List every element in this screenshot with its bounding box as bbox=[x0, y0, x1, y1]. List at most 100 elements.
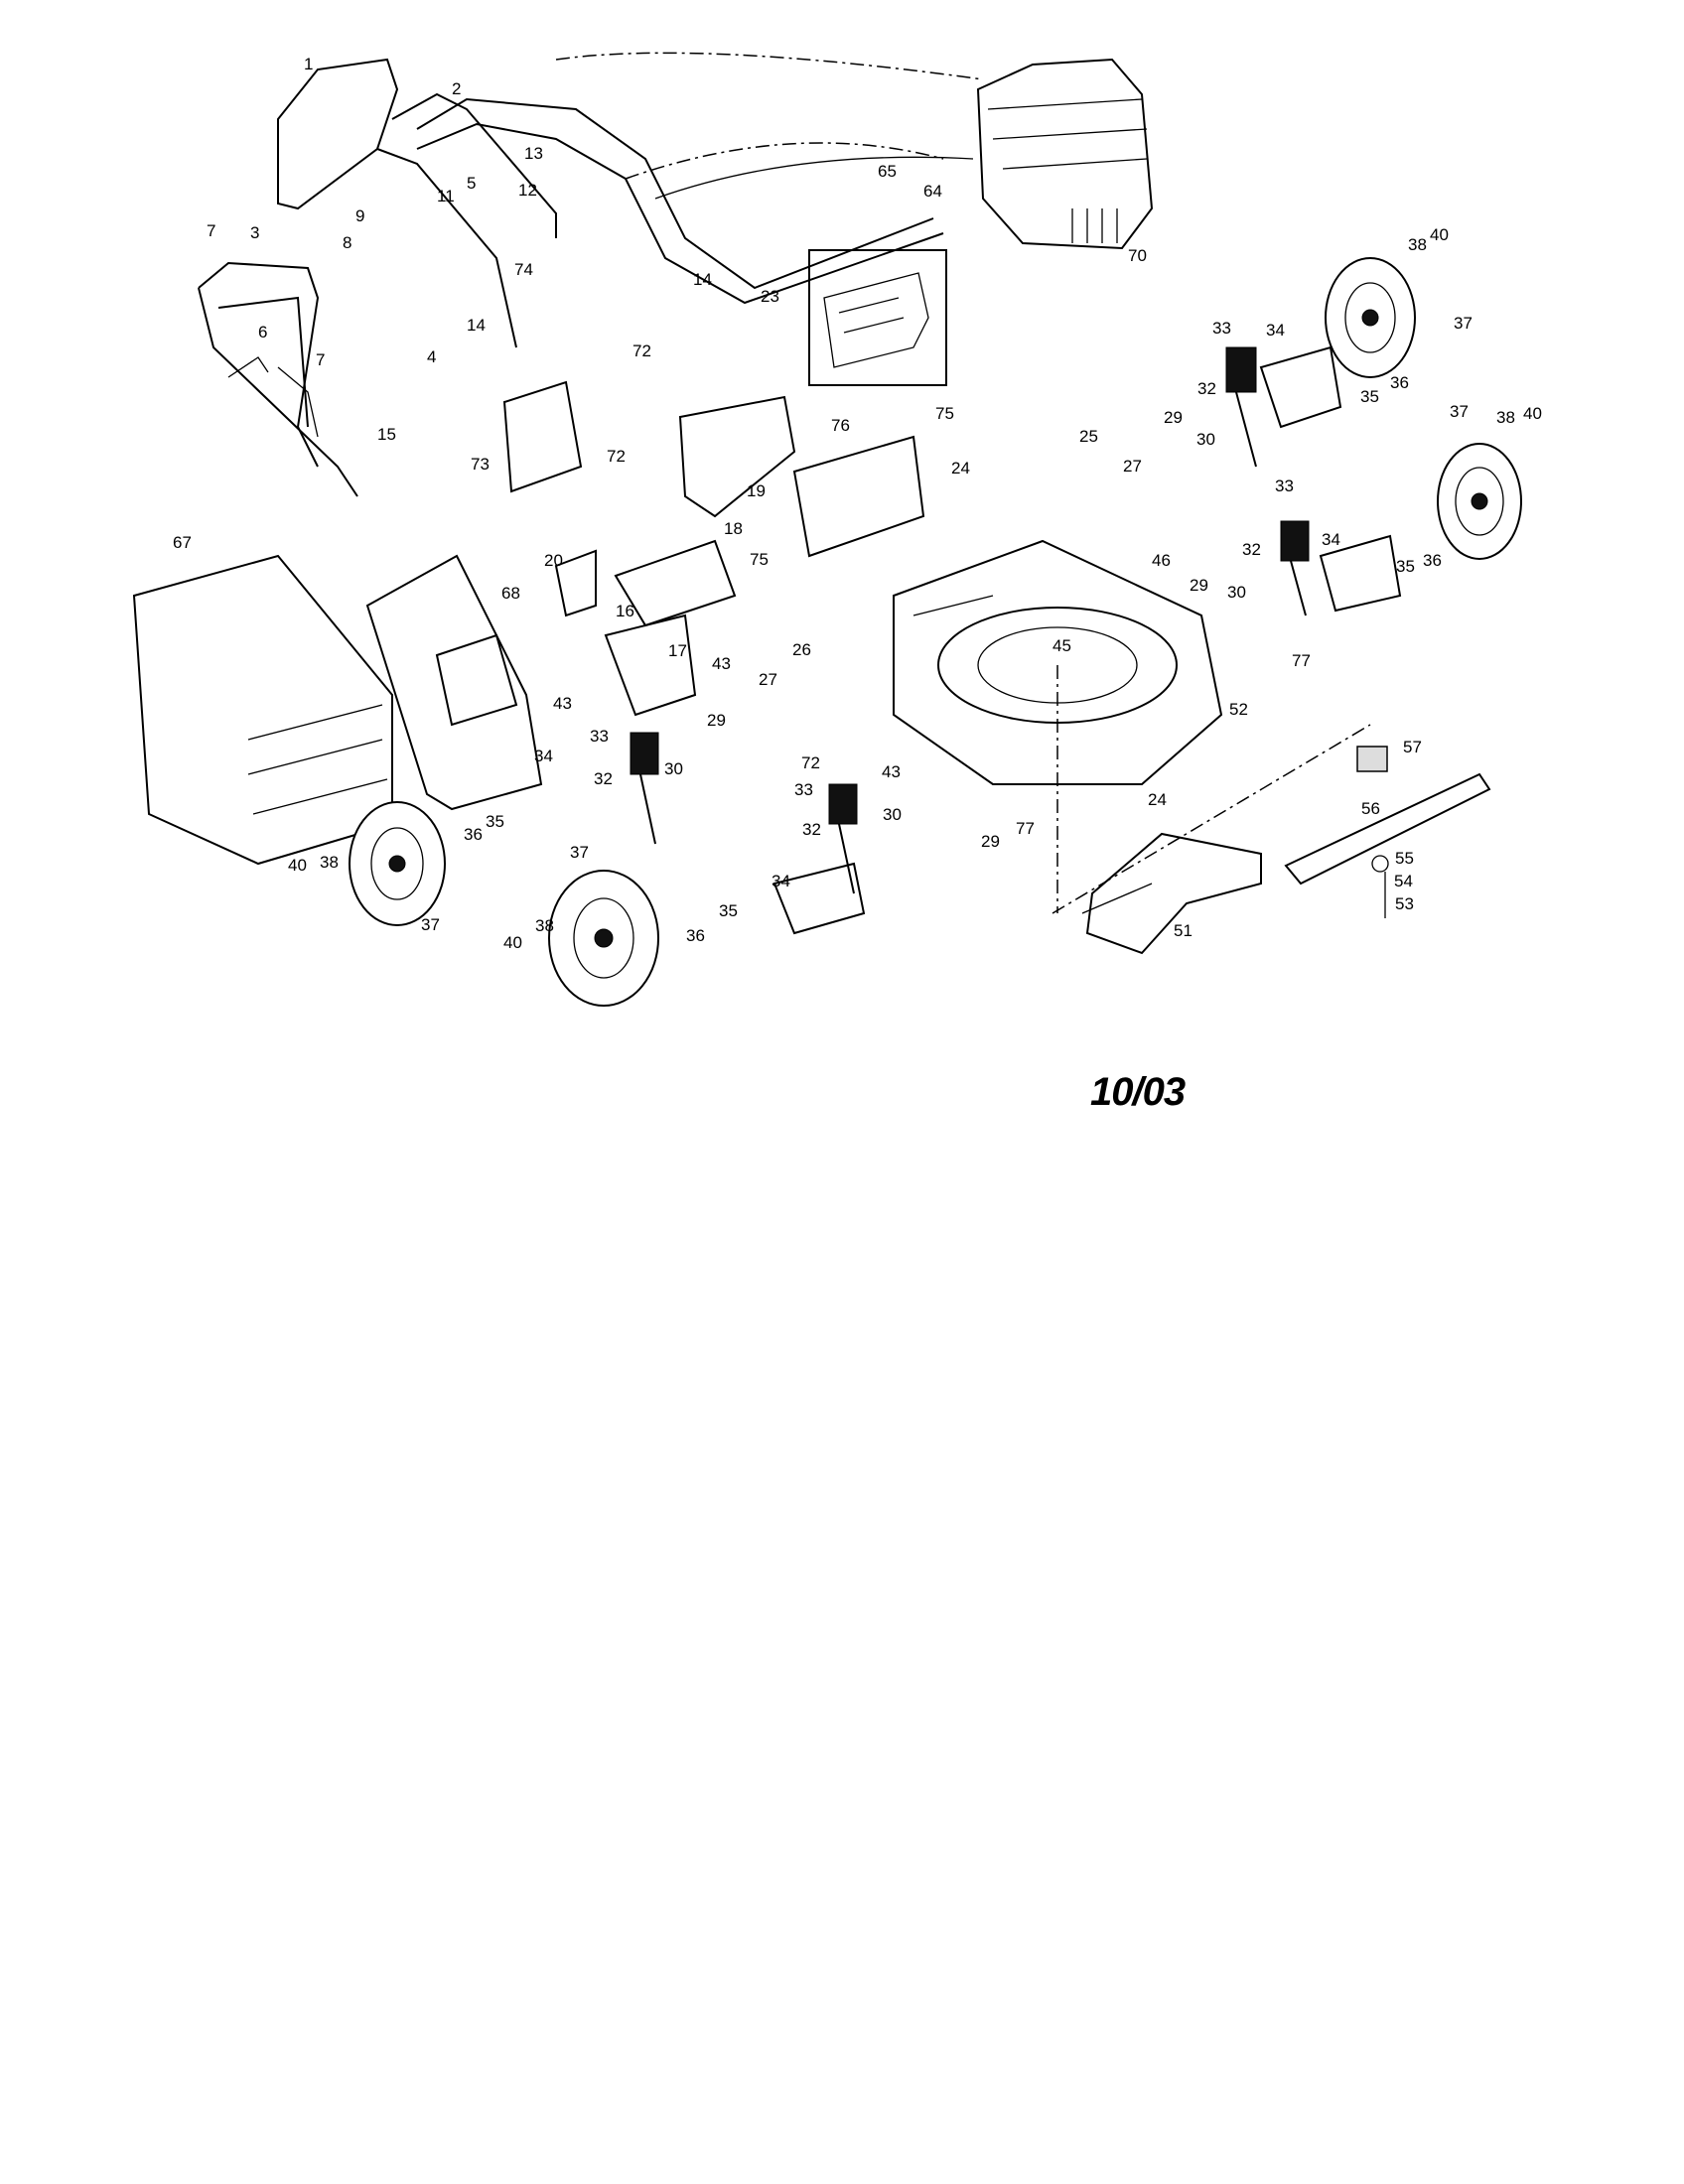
callout-40b: 40 bbox=[1523, 404, 1542, 423]
callout-14b: 14 bbox=[467, 316, 486, 335]
callout-32d: 32 bbox=[802, 820, 821, 839]
callout-73: 73 bbox=[471, 455, 490, 474]
callout-27b: 27 bbox=[759, 670, 777, 689]
callout-12: 12 bbox=[518, 181, 537, 200]
callout-43a: 43 bbox=[712, 654, 731, 673]
callout-35d: 35 bbox=[719, 901, 738, 920]
callout-72a: 72 bbox=[632, 341, 651, 360]
grass-bag-drawing bbox=[132, 554, 393, 866]
callout-29c: 29 bbox=[707, 711, 726, 730]
height-adjuster-left bbox=[630, 732, 659, 845]
callout-19: 19 bbox=[747, 481, 766, 500]
callout-53: 53 bbox=[1395, 894, 1414, 913]
callout-37d: 37 bbox=[570, 843, 589, 862]
callout-24b: 24 bbox=[1148, 790, 1167, 809]
callout-14a: 14 bbox=[693, 270, 712, 289]
callout-40a: 40 bbox=[1430, 225, 1449, 244]
callout-30d: 30 bbox=[883, 805, 902, 824]
decal-box bbox=[808, 249, 947, 386]
callout-75b: 75 bbox=[750, 550, 769, 569]
deck-drawing bbox=[893, 539, 1223, 913]
engine-drawing bbox=[976, 58, 1154, 250]
callout-64: 64 bbox=[923, 182, 942, 201]
callout-35b: 35 bbox=[1396, 557, 1415, 576]
wheel-right-top bbox=[1325, 257, 1416, 378]
control-cable-drawing bbox=[555, 52, 984, 200]
callout-70: 70 bbox=[1128, 246, 1147, 265]
callout-40c: 40 bbox=[288, 856, 307, 875]
height-adjuster-right-mid bbox=[1280, 520, 1402, 616]
callout-30c: 30 bbox=[664, 759, 683, 778]
height-adjuster-right-top bbox=[1225, 345, 1342, 468]
callout-26: 26 bbox=[792, 640, 811, 659]
callout-40d: 40 bbox=[503, 933, 522, 952]
callout-35c: 35 bbox=[486, 812, 504, 831]
callout-34d: 34 bbox=[772, 872, 790, 890]
callout-36a: 36 bbox=[1390, 373, 1409, 392]
callout-34c: 34 bbox=[534, 747, 553, 765]
callout-52: 52 bbox=[1229, 700, 1248, 719]
callout-25: 25 bbox=[1079, 427, 1098, 446]
wheel-right-bottom bbox=[1437, 443, 1522, 560]
rear-door-drawing bbox=[502, 380, 925, 717]
callout-43c: 43 bbox=[882, 762, 901, 781]
callout-51: 51 bbox=[1174, 921, 1193, 940]
callout-29a: 29 bbox=[1164, 408, 1183, 427]
callout-34b: 34 bbox=[1322, 530, 1340, 549]
upper-handle-drawing bbox=[277, 58, 944, 348]
callout-27a: 27 bbox=[1123, 457, 1142, 476]
callout-13: 13 bbox=[524, 144, 543, 163]
callout-29d: 29 bbox=[981, 832, 1000, 851]
callout-68: 68 bbox=[501, 584, 520, 603]
revision-date: 10/03 bbox=[1090, 1070, 1186, 1114]
wheel-left-bottom bbox=[548, 870, 659, 1007]
baffle-drawing bbox=[1081, 832, 1262, 955]
callout-46: 46 bbox=[1152, 551, 1171, 570]
callout-33a: 33 bbox=[1212, 319, 1231, 338]
callout-2: 2 bbox=[452, 79, 461, 98]
callout-77b: 77 bbox=[1016, 819, 1035, 838]
bag-frame-drawing bbox=[365, 554, 543, 811]
callout-30a: 30 bbox=[1196, 430, 1215, 449]
callout-45: 45 bbox=[1052, 636, 1071, 655]
callout-11: 11 bbox=[437, 187, 455, 205]
callout-30b: 30 bbox=[1227, 583, 1246, 602]
callout-7b: 7 bbox=[316, 350, 325, 369]
callout-33d: 33 bbox=[794, 780, 813, 799]
callout-20: 20 bbox=[544, 551, 563, 570]
callout-5: 5 bbox=[467, 174, 476, 193]
callout-16: 16 bbox=[616, 602, 634, 620]
callout-18: 18 bbox=[724, 519, 743, 538]
callout-55: 55 bbox=[1395, 849, 1414, 868]
callout-54: 54 bbox=[1394, 872, 1413, 890]
callout-76: 76 bbox=[831, 416, 850, 435]
callout-57: 57 bbox=[1403, 738, 1422, 756]
lower-handle-drawing bbox=[198, 261, 358, 497]
callout-36d: 36 bbox=[686, 926, 705, 945]
callout-6: 6 bbox=[258, 323, 267, 341]
callout-labels: 1 2 3 4 5 6 7 7 8 9 11 12 13 14 14 15 16… bbox=[173, 55, 1542, 952]
wheel-left-top bbox=[349, 801, 446, 926]
callout-29b: 29 bbox=[1190, 576, 1208, 595]
callout-38d: 38 bbox=[535, 916, 554, 935]
callout-37b: 37 bbox=[1450, 402, 1469, 421]
callout-7a: 7 bbox=[207, 221, 215, 240]
callout-32c: 32 bbox=[594, 769, 613, 788]
height-adjuster-center bbox=[772, 783, 866, 935]
callout-32b: 32 bbox=[1242, 540, 1261, 559]
callout-23: 23 bbox=[761, 287, 779, 306]
callout-8: 8 bbox=[343, 233, 351, 252]
callout-34a: 34 bbox=[1266, 321, 1285, 340]
callout-33c: 33 bbox=[590, 727, 609, 746]
callout-38a: 38 bbox=[1408, 235, 1427, 254]
leader-lines bbox=[1052, 724, 1386, 918]
callout-36c: 36 bbox=[464, 825, 483, 844]
callout-77a: 77 bbox=[1292, 651, 1311, 670]
callout-67: 67 bbox=[173, 533, 192, 552]
callout-9: 9 bbox=[355, 206, 364, 225]
callout-3: 3 bbox=[250, 223, 259, 242]
callout-17: 17 bbox=[668, 641, 687, 660]
callout-65: 65 bbox=[878, 162, 897, 181]
callout-72c: 72 bbox=[801, 753, 820, 772]
